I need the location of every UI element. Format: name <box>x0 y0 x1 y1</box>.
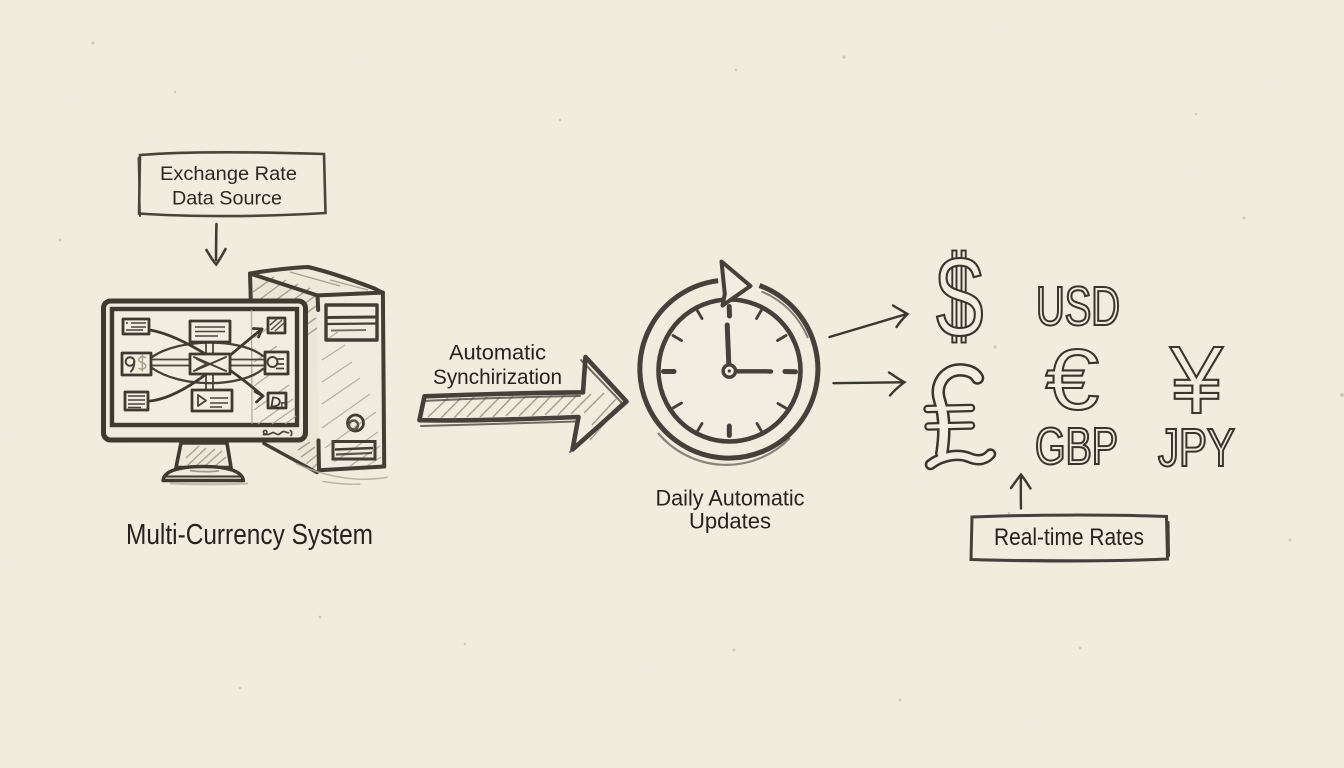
svg-text:Daily Automatic: Daily Automatic <box>656 486 805 511</box>
svg-text:Updates: Updates <box>689 509 771 534</box>
svg-text:Automatic: Automatic <box>449 342 546 365</box>
svg-text:Synchirization: Synchirization <box>433 366 562 389</box>
svg-text:Exchange Rate: Exchange Rate <box>160 163 297 185</box>
svg-text:Multi-Currency System: Multi-Currency System <box>126 519 373 551</box>
svg-text:Data Source: Data Source <box>172 188 282 210</box>
svg-text:Real-time Rates: Real-time Rates <box>994 524 1144 551</box>
